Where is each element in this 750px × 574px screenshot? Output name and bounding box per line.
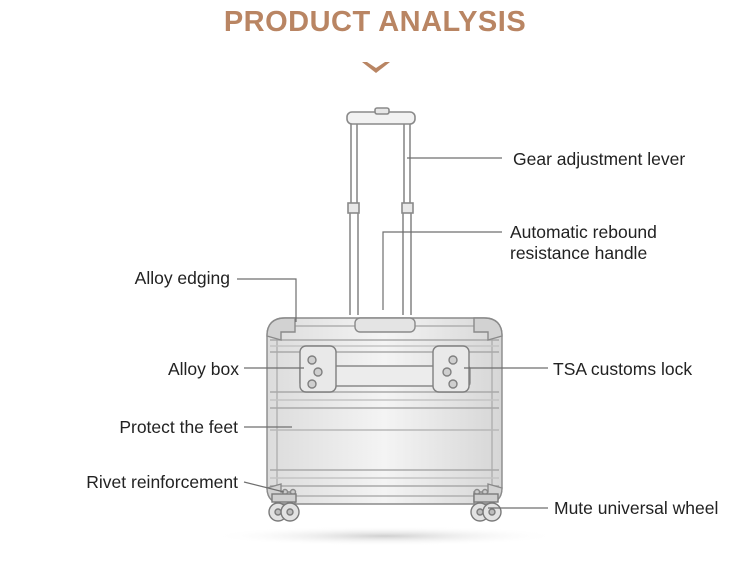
label-protect-the-feet: Protect the feet: [119, 417, 238, 437]
label-rebound-handle-line2: resistance handle: [510, 243, 648, 263]
wheels: [268, 493, 502, 522]
label-gear-adjustment-lever: Gear adjustment lever: [513, 149, 686, 169]
label-rebound-handle-line1: Automatic rebound: [510, 222, 657, 242]
leader-rivet: [243, 481, 285, 493]
leader-alloy-edging: [237, 278, 297, 322]
label-rivet-reinforcement: Rivet reinforcement: [86, 472, 238, 492]
label-tsa-customs-lock: TSA customs lock: [553, 359, 693, 379]
leader-lines: [237, 157, 548, 509]
chevron-down-icon: [362, 62, 390, 73]
tsa-lock-left: [299, 345, 337, 393]
suitcase-body: [266, 317, 503, 505]
trolley-handle: [346, 107, 416, 315]
page-title: PRODUCT ANALYSIS: [223, 6, 527, 38]
label-alloy-edging: Alloy edging: [134, 268, 230, 288]
tsa-lock-right: [432, 345, 470, 393]
label-mute-universal-wheel: Mute universal wheel: [554, 498, 719, 518]
label-alloy-box: Alloy box: [167, 359, 239, 379]
leader-rebound-handle: [382, 231, 502, 310]
